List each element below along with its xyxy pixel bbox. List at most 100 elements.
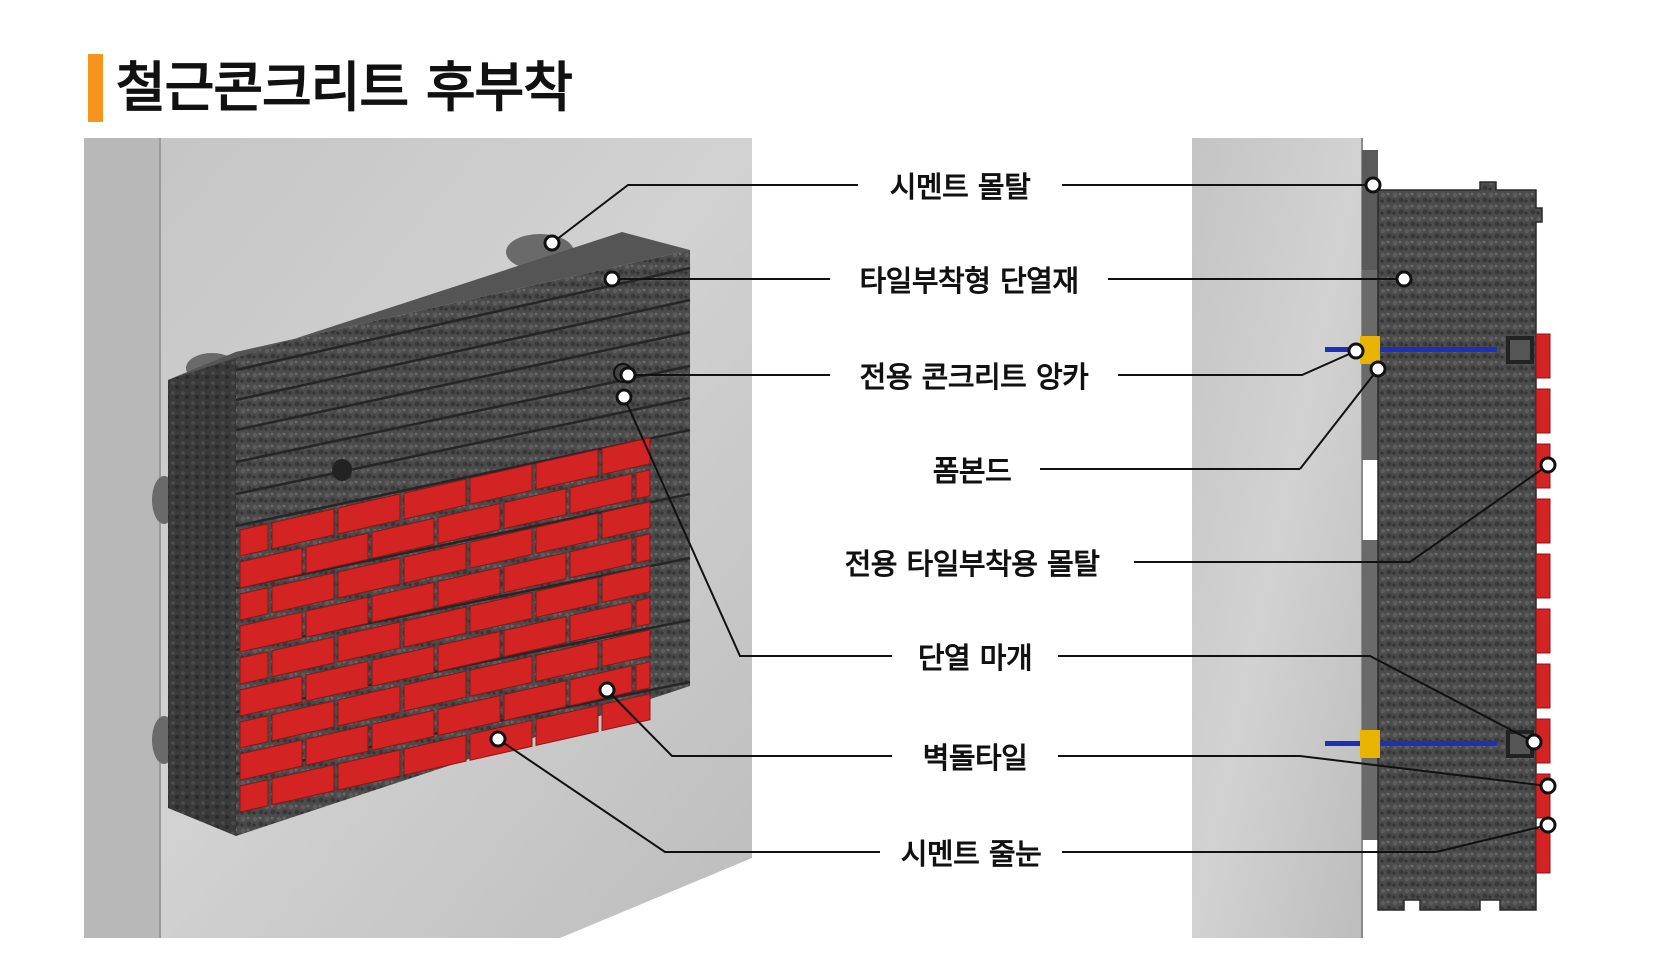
brick-tile: [635, 533, 651, 564]
brick-tile: [403, 734, 467, 776]
anchor-upper: [1325, 336, 1534, 364]
brick-tile: [271, 572, 335, 614]
brick-tile: [601, 629, 651, 668]
brick-tile: [569, 537, 633, 579]
section-brick-tile: [1535, 828, 1551, 874]
brick-tile: [271, 764, 335, 806]
brick-tile: [337, 685, 401, 727]
label-cement-joint: 시멘트 줄눈: [900, 837, 1042, 871]
brick-tile: [371, 645, 435, 687]
brick-tile: [337, 493, 401, 535]
section-brick-tiles: [1535, 333, 1551, 874]
brick-tile: [469, 655, 533, 697]
brick-tile: [635, 661, 651, 692]
brick-tile: [337, 621, 401, 663]
brick-tile: [337, 749, 401, 791]
leader-lines: [497, 184, 1549, 853]
brick-tile: [239, 523, 269, 557]
brick-tile: [535, 576, 599, 619]
label-tile-mortar: 전용 타일부착용 몰탈: [844, 547, 1100, 581]
perspective-view: [84, 138, 752, 938]
brick-tile: [535, 704, 599, 747]
brick-tile: [239, 651, 269, 685]
marker-dot: [489, 730, 507, 748]
brick-tile: [503, 552, 567, 594]
marker-dot: [1364, 176, 1382, 194]
brick-tile: [569, 601, 633, 643]
marker-dot: [1395, 270, 1413, 288]
brick-tile: [239, 739, 303, 781]
marker-dot: [543, 234, 561, 252]
brick-tile: [635, 597, 651, 628]
brick-tile: [469, 463, 533, 505]
brick-tile: [535, 512, 599, 555]
brick-tile: [239, 547, 303, 589]
brick-tile: [271, 700, 335, 742]
marker-dot: [1525, 733, 1543, 751]
brick-tile: [535, 448, 599, 491]
insulation-board-side: [168, 352, 236, 836]
brick-tile: [371, 517, 435, 559]
marker-dot: [603, 270, 621, 288]
label-insulation-cap: 단열 마개: [917, 641, 1033, 675]
brick-tile: [635, 469, 651, 500]
brick-tile: [437, 694, 501, 737]
label-brick-tile: 벽돌타일: [922, 741, 1028, 775]
insulation-board-top: [168, 232, 690, 380]
brick-tile: [569, 473, 633, 515]
brick-tile: [239, 611, 303, 653]
marker-dot: [615, 388, 633, 406]
brick-tile: [437, 502, 501, 545]
section-view: [1192, 138, 1551, 938]
brick-tile: [271, 636, 335, 678]
title-accent-bar: [88, 54, 103, 122]
label-cement-mortar: 시멘트 몰탈: [889, 170, 1031, 204]
brick-tile: [601, 565, 651, 604]
section-brick-tile: [1535, 333, 1551, 379]
brick-tile: [305, 724, 369, 766]
marker-dot: [1539, 777, 1557, 795]
marker-dot: [1347, 342, 1365, 360]
brick-tile: [305, 532, 369, 574]
brick-tile: [535, 640, 599, 683]
cement-mortar-strip: [1362, 270, 1378, 460]
brick-tile: [403, 478, 467, 520]
brick-tile: [403, 542, 467, 584]
brick-tile: [503, 680, 567, 722]
marker-dot: [1539, 456, 1557, 474]
section-brick-tile: [1535, 498, 1551, 544]
marker-dots: [489, 176, 1557, 834]
section-brick-tile: [1535, 553, 1551, 599]
marker-dot: [1369, 360, 1387, 378]
brick-tile: [371, 581, 435, 623]
brick-tile: [305, 660, 369, 702]
brick-tile: [403, 670, 467, 712]
section-brick-tile: [1535, 388, 1551, 434]
brick-tile: [239, 587, 269, 621]
concrete-wall-side: [84, 138, 160, 938]
label-foam-bond: 폼본드: [932, 454, 1012, 488]
brick-tile: [239, 779, 269, 813]
marker-dot: [598, 681, 616, 699]
marker-dot: [1539, 816, 1557, 834]
brick-tile: [271, 508, 335, 550]
insulation-section: [1377, 181, 1543, 911]
marker-dot: [619, 366, 637, 384]
label-insulation: 타일부착형 단열재: [859, 264, 1079, 298]
page-title: 철근콘크리트 후부착: [116, 56, 573, 119]
brick-tile: [371, 709, 435, 751]
brick-tile: [305, 596, 369, 638]
brick-tile: [239, 675, 303, 717]
section-brick-tile: [1535, 608, 1551, 654]
brick-tile: [239, 715, 269, 749]
concrete-wall-section: [1192, 138, 1362, 938]
brick-tile: [337, 557, 401, 599]
label-anchor: 전용 콘크리트 앙카: [859, 360, 1089, 394]
insulation-cap-3d: [332, 459, 352, 481]
brick-tile: [503, 488, 567, 530]
brick-tile: [469, 591, 533, 633]
cement-mortar-strip: [1362, 540, 1378, 840]
brick-tile: [503, 616, 567, 658]
cement-mortar-strip: [1362, 150, 1378, 270]
